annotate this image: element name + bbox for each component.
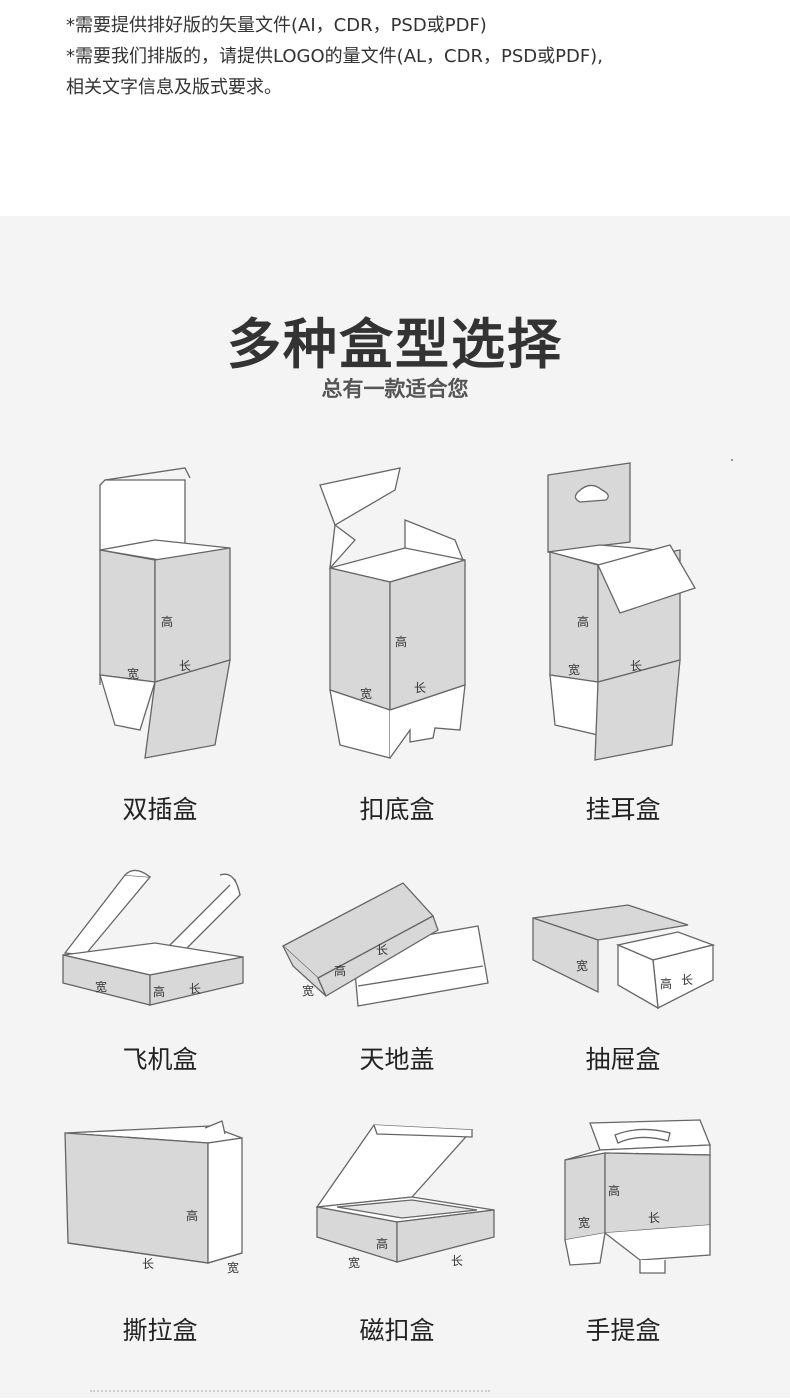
magnetic-closure-box-icon: 高 宽 长 bbox=[315, 1124, 495, 1270]
dim-wide: 宽 bbox=[348, 1255, 360, 1270]
note-line: *需要提供排好版的矢量文件(AI，CDR，PSD或PDF) bbox=[66, 15, 487, 36]
dim-wide: 宽 bbox=[95, 979, 107, 994]
dim-long: 长 bbox=[648, 1211, 660, 1225]
mailer-box-icon: 宽 高 长 bbox=[62, 869, 244, 1006]
dim-long: 长 bbox=[630, 659, 642, 673]
box-illustration-double-tuck[interactable]: 高 长 宽 bbox=[85, 460, 245, 765]
dim-high: 高 bbox=[334, 963, 346, 978]
dim-high: 高 bbox=[186, 1208, 198, 1223]
hang-tab-box-icon: 高 长 宽 bbox=[547, 462, 696, 761]
box-label: 扣底盒 bbox=[359, 795, 435, 824]
dim-wide: 宽 bbox=[302, 983, 314, 998]
dim-high: 高 bbox=[608, 1183, 620, 1198]
box-illustration-handle[interactable]: 高 宽 长 bbox=[560, 1115, 720, 1280]
box-illustration-hang-tab[interactable]: 高 长 宽 bbox=[540, 460, 705, 765]
box-label: 天地盖 bbox=[359, 1045, 435, 1074]
box-illustration-tear-strip[interactable]: 高 长 宽 bbox=[60, 1118, 250, 1283]
drawer-box-icon: 宽 高 长 bbox=[532, 904, 716, 1010]
dim-high: 高 bbox=[660, 976, 672, 991]
dim-high: 高 bbox=[395, 634, 407, 649]
dim-wide: 宽 bbox=[360, 686, 372, 701]
dim-wide: 宽 bbox=[576, 958, 588, 973]
dim-long: 长 bbox=[681, 973, 693, 987]
double-tuck-box-icon: 高 长 宽 bbox=[99, 467, 231, 759]
dim-wide: 宽 bbox=[568, 662, 580, 677]
lid-and-base-box-icon: 高 长 宽 bbox=[281, 882, 489, 1007]
box-illustration-lid-base[interactable]: 高 长 宽 bbox=[278, 878, 493, 1013]
dim-long: 长 bbox=[414, 681, 426, 695]
lock-bottom-box-icon: 高 长 宽 bbox=[319, 467, 467, 759]
dim-long: 长 bbox=[451, 1254, 463, 1268]
dim-wide: 宽 bbox=[227, 1260, 239, 1275]
dim-high: 高 bbox=[153, 984, 165, 999]
dim-high: 高 bbox=[376, 1236, 388, 1251]
dim-wide: 宽 bbox=[578, 1215, 590, 1230]
dim-long: 长 bbox=[376, 943, 388, 957]
box-label: 撕拉盒 bbox=[122, 1316, 198, 1345]
box-label: 抽屉盒 bbox=[585, 1045, 661, 1074]
section-title: 多种盒型选择 bbox=[227, 313, 563, 376]
dim-wide: 宽 bbox=[127, 666, 139, 681]
decorative-dot bbox=[731, 459, 733, 461]
note-line: 相关文字信息及版式要求。 bbox=[66, 77, 282, 98]
dim-long: 长 bbox=[142, 1257, 154, 1271]
box-label: 手提盒 bbox=[585, 1316, 661, 1345]
dim-long: 长 bbox=[189, 982, 201, 996]
box-illustration-drawer[interactable]: 宽 高 长 bbox=[528, 900, 723, 1015]
box-label: 挂耳盒 bbox=[585, 795, 661, 824]
box-illustration-mailer[interactable]: 宽 高 长 bbox=[55, 865, 250, 1015]
box-label: 双插盒 bbox=[122, 795, 198, 824]
note-line: *需要我们排版的，请提供LOGO的量文件(AL，CDR，PSD或PDF), bbox=[66, 46, 603, 67]
box-label: 磁扣盒 bbox=[359, 1316, 435, 1345]
box-illustration-lock-bottom[interactable]: 高 长 宽 bbox=[315, 460, 480, 765]
tear-strip-box-icon: 高 长 宽 bbox=[64, 1120, 243, 1275]
box-illustration-magnetic[interactable]: 高 宽 长 bbox=[312, 1122, 502, 1277]
file-requirements-notes: *需要提供排好版的矢量文件(AI，CDR，PSD或PDF) *需要我们排版的，请… bbox=[66, 10, 603, 103]
handle-box-icon: 高 宽 长 bbox=[564, 1119, 711, 1274]
next-section-edge bbox=[90, 1390, 490, 1400]
box-label: 飞机盒 bbox=[122, 1045, 198, 1074]
dim-long: 长 bbox=[179, 659, 191, 673]
section-subtitle: 总有一款适合您 bbox=[321, 377, 469, 401]
dim-high: 高 bbox=[577, 614, 589, 629]
dim-high: 高 bbox=[161, 614, 173, 629]
